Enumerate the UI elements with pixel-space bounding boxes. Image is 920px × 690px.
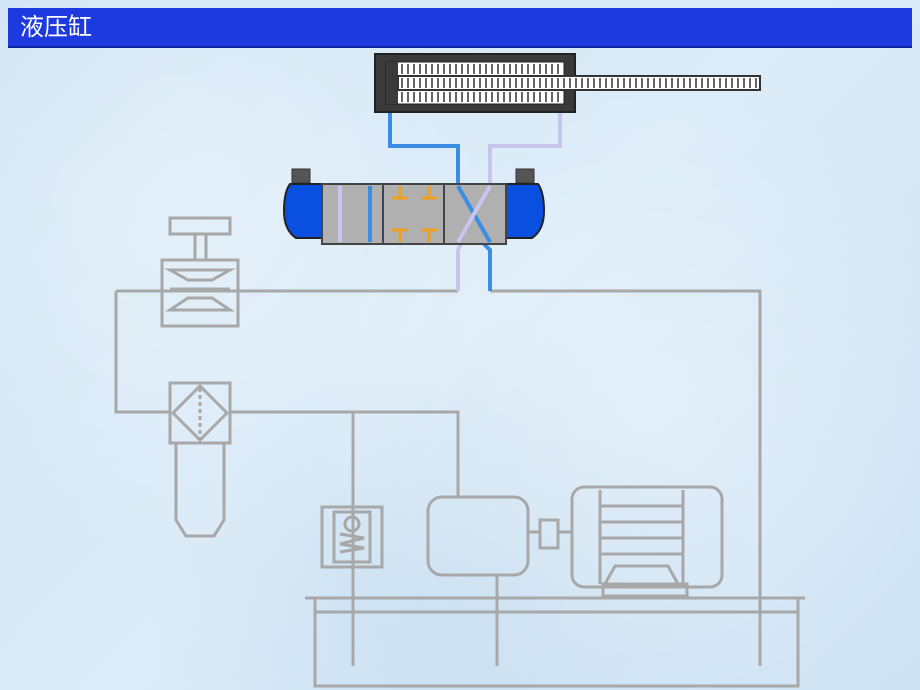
filter-icon bbox=[168, 381, 232, 538]
valve-center-arrows bbox=[392, 186, 437, 242]
cylinder-icon bbox=[374, 53, 761, 113]
tank-icon bbox=[305, 596, 805, 688]
pump-icon bbox=[426, 495, 530, 577]
slide-title: 液压缸 bbox=[20, 13, 92, 41]
circuit-lines bbox=[114, 289, 762, 666]
cylinder-rod-ribs bbox=[401, 78, 757, 88]
return-line-top bbox=[490, 289, 762, 666]
filter-out-line bbox=[230, 410, 460, 497]
valve-icon bbox=[282, 168, 546, 245]
cylinder-barrel-ribs bbox=[401, 64, 559, 102]
title-bar: 液压缸 bbox=[8, 8, 912, 48]
accumulator-icon bbox=[320, 505, 384, 569]
coupling-icon bbox=[528, 518, 572, 550]
motor-icon bbox=[570, 485, 724, 598]
relief-valve-icon bbox=[160, 216, 240, 328]
left-loop-line bbox=[114, 291, 170, 414]
